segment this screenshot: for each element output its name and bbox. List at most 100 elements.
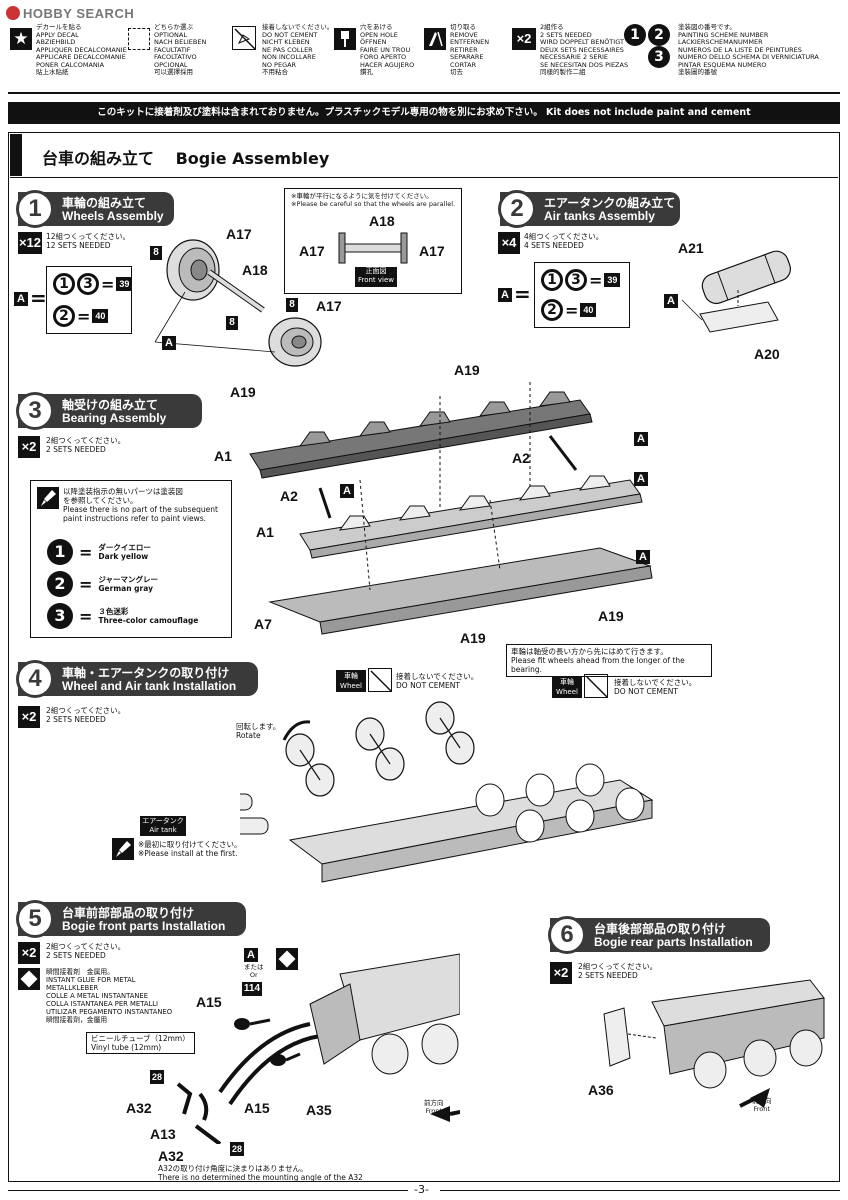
star-icon: ★	[10, 28, 32, 50]
step6-number: 6	[548, 916, 586, 954]
step1-label-a17-lower: A17	[316, 298, 342, 314]
airtank-tag: エアータンク Air tank	[140, 816, 186, 836]
wheel-tag-left: 車輪 Wheel	[336, 670, 366, 692]
wheel-tag-right: 車輪 Wheel	[552, 676, 582, 698]
step2-eq-sign: =	[514, 282, 531, 306]
paint-note-en: Please there is no part of the subsequen…	[63, 505, 218, 523]
legend-line: 鑽孔	[360, 68, 373, 76]
step3-label-a19-top-left: A19	[230, 384, 256, 400]
step6-count-badge: ×2	[550, 962, 572, 984]
color-num-3: 3	[47, 603, 73, 629]
step3-label-a2-left: A2	[280, 488, 298, 504]
paint-eq: =	[565, 300, 579, 320]
dashed-part-icon	[128, 28, 150, 50]
legend-line: 塗裝圖的番號	[678, 68, 717, 76]
step3-label-a19-top-right: A19	[454, 362, 480, 378]
step1-eq-sign: =	[30, 286, 47, 310]
step3-label-a19-right: A19	[598, 608, 624, 624]
legend-line: NUMERO DELLO SCHEMA DI VERNICIATURA	[678, 53, 819, 61]
glue-line: 瞬間接着劑，金屬用	[46, 1016, 108, 1024]
legend-line: NE PAS COLLER	[262, 45, 313, 54]
symbol-legend: ★ デカールを貼る APPLY DECAL ABZIEHBILD APPLIQU…	[8, 22, 840, 86]
step5-label-a32-lower: A32	[158, 1148, 184, 1164]
no-cement-jp: 接着しないでください。	[396, 672, 479, 681]
step5-label-a13: A13	[150, 1126, 176, 1142]
count-en: 2 SETS NEEDED	[46, 445, 106, 454]
footer-rule-left	[8, 1190, 408, 1191]
step2-label-a21: A21	[678, 240, 704, 256]
glue-line: METALLKLEBER	[46, 984, 99, 992]
legend-line: FAIRE UN TROU	[360, 45, 411, 54]
step5-count-text: 2組つくってください。 2 SETS NEEDED	[46, 942, 125, 960]
step6-title-jp: 台車後部部品の取り付け	[594, 922, 727, 936]
legend-line: APPLY DECAL	[36, 30, 79, 39]
step3-part-a-4: A	[636, 550, 650, 564]
cut-icon	[424, 28, 446, 50]
bearing-note-jp: 車輪は軸受の長い方から先にはめて行きます。	[511, 647, 668, 656]
no-cement-icon	[368, 668, 392, 692]
color-en: Dark yellow	[98, 552, 149, 561]
step5-label-a15-upper: A15	[196, 994, 222, 1010]
logo-icon	[6, 6, 20, 20]
step1-wheel-drawing	[154, 239, 322, 367]
front-view-box: ※車輪が平行になるように気を付けてください。 ※Please be carefu…	[284, 188, 462, 294]
section-title: 台車の組み立て Bogie Assembley	[42, 149, 330, 168]
step3-label-a19-bottom: A19	[460, 630, 486, 646]
paint-eq: =	[589, 270, 603, 290]
no-cement-text-left: 接着しないでください。 DO NOT CEMENT	[396, 672, 478, 690]
count-en: 2 SETS NEEDED	[46, 715, 106, 724]
color-names: ジャーマングレー German gray	[98, 575, 158, 593]
glue-line: 瞬間接着剤 金属用。	[46, 968, 114, 976]
front-en: Front	[425, 1106, 442, 1115]
step1-number: 1	[16, 190, 54, 228]
legend-line: SE NECESITAN DOS PIEZAS	[540, 60, 629, 69]
bearing-note: 車輪は軸受の長い方から先にはめて行きます。 Please fit wheels …	[506, 644, 712, 677]
legend-line: DO NOT CEMENT	[262, 30, 318, 39]
step6-label-a36: A36	[588, 1082, 614, 1098]
step1-part-a-marker: A	[162, 336, 176, 350]
legend-line: NICHT KLEBEN	[262, 38, 310, 46]
paint-row-2: 2 = 40	[541, 299, 597, 321]
legend-line: ABZIEHBILD	[36, 38, 76, 46]
paint-badge-3: 3	[648, 46, 670, 68]
color-eq: =	[79, 542, 93, 562]
paint-row-2: 2 = 40	[53, 305, 109, 327]
legend-line: NO PEGAR	[262, 60, 297, 69]
legend-line: 不用粘合	[262, 68, 288, 76]
paint-number-icon: 1 2 3	[624, 24, 674, 68]
brush-icon	[112, 838, 134, 860]
first-en: ※Please install at the first.	[138, 849, 238, 858]
legend-line: 2 SETS NEEDED	[540, 30, 592, 39]
count-en: 12 SETS NEEDED	[46, 241, 111, 250]
no-cement-text-right: 接着しないでください。 DO NOT CEMENT	[614, 678, 696, 696]
step5-part-114: 114	[242, 982, 262, 996]
step3-label-a7: A7	[254, 616, 272, 632]
step1-count-text: 12組つくってください。 12 SETS NEEDED	[46, 232, 130, 250]
step4-title-jp: 車軸・エアータンクの取り付け	[62, 666, 230, 680]
legend-line: OPCIONAL	[154, 60, 188, 69]
note-jp: ※車輪が平行になるように気を付けてください。	[291, 192, 433, 200]
glue-line: COLLA ISTANTANEA PER METALLI	[46, 1000, 159, 1008]
header-rule	[8, 92, 840, 94]
step3-title-jp: 軸受けの組み立て	[62, 398, 159, 412]
paint-num-1: 1	[53, 273, 75, 295]
color-names: ３色迷彩 Three-color camouflage	[98, 607, 198, 625]
color-en: Three-color camouflage	[98, 616, 199, 625]
step2-part-a-label: A	[498, 288, 512, 302]
step2-count-badge: ×4	[498, 232, 520, 254]
first-jp: ※最初に取り付けてください。	[138, 840, 242, 849]
paint-note: 以降塗装指示の無いパーツは塗装図 を参照してください。 Please there…	[63, 487, 229, 523]
hobby-search-logo: HOBBY SEARCH	[6, 4, 134, 22]
glue-line: UTILIZAR PEGAMENTO INSTANTANEO	[46, 1008, 173, 1016]
vinyl-tube-note: ビニールチューブ（12mm） Vinyl tube (12mm)	[86, 1032, 195, 1054]
legend-line: PAINTING SCHEME NUMBER	[678, 30, 769, 39]
bearing-note-en: Please fit wheels ahead from the longer …	[511, 656, 685, 674]
legend-line: REMOVE	[450, 30, 478, 39]
front-view-axle-drawing	[338, 232, 408, 264]
count-jp: 2組つくってください。	[46, 706, 126, 715]
step3-bearing-drawing	[249, 382, 653, 635]
legend-line: NACH BELIEBEN	[154, 38, 207, 46]
step1-part-8-middle: 8	[226, 316, 238, 330]
